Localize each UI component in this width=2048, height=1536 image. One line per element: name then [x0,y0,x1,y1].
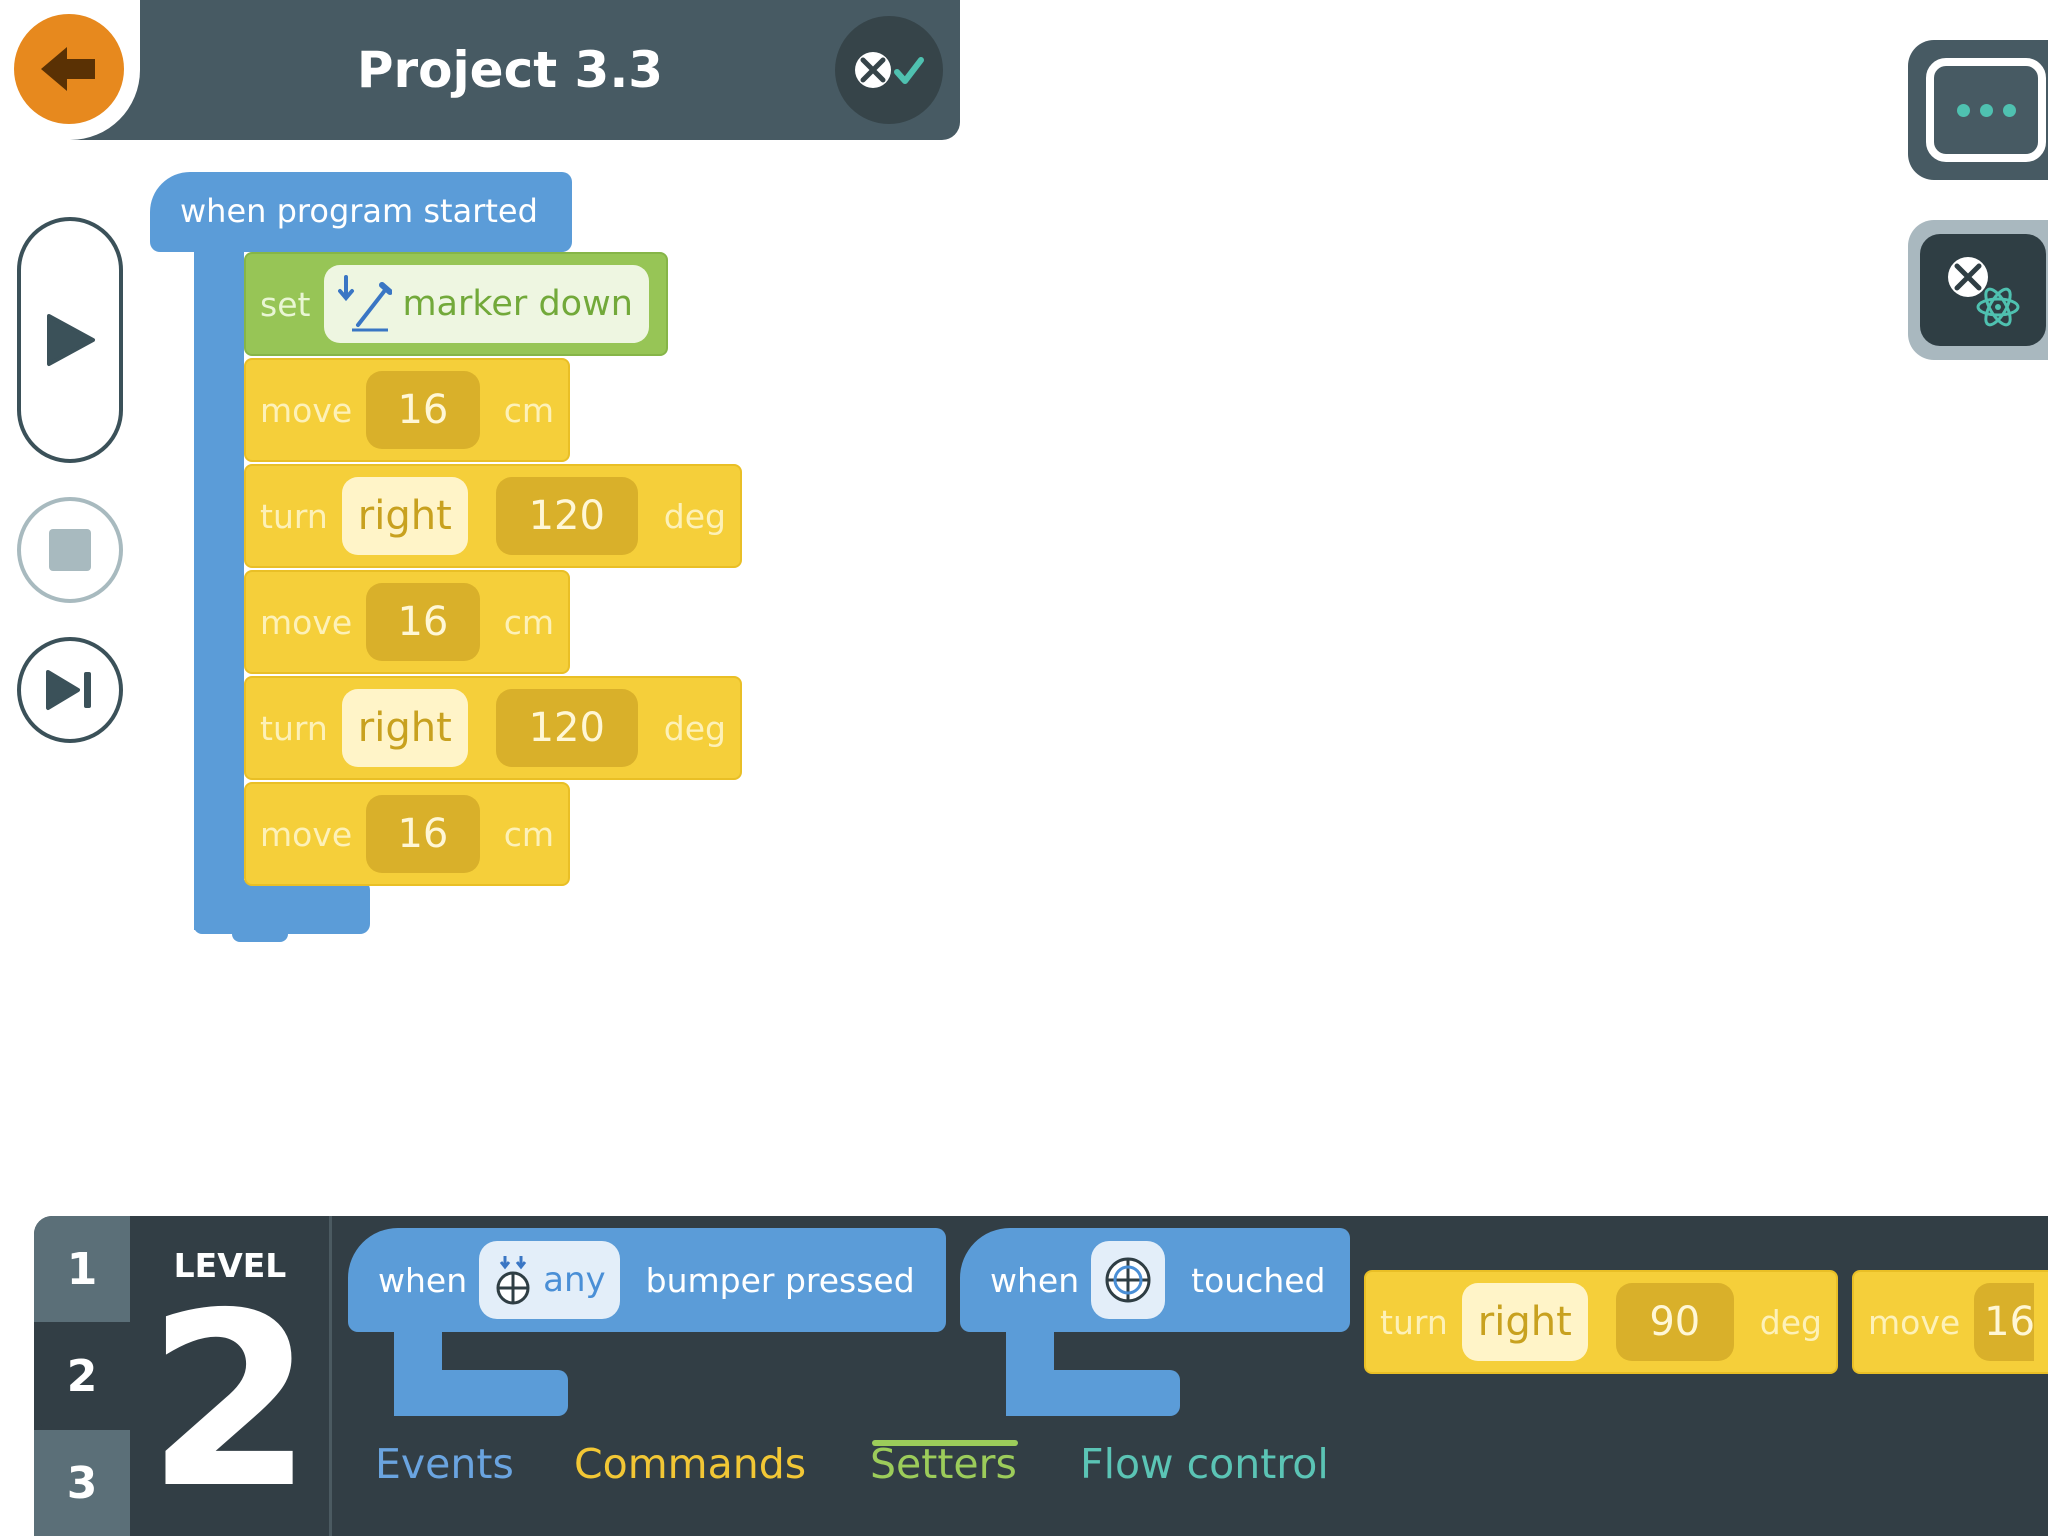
stop-button[interactable] [17,497,123,603]
marker-down-icon [338,275,393,332]
more-menu-button[interactable] [1908,40,2048,180]
turn-block[interactable]: turn right 120 deg [244,464,742,568]
move-label: move [1868,1302,1961,1342]
when-bumper-pressed-block[interactable]: when any bumper pressed [348,1228,946,1332]
category-tab-events[interactable]: Events [375,1440,514,1488]
distance-field[interactable]: 16 [366,371,480,449]
header-bar: Project 3.3 [0,0,960,140]
more-menu-frame [1926,58,2046,162]
unit-label: cm [503,602,554,642]
program-stack-foot-notch [232,930,288,942]
touch-sensor-icon [1105,1257,1151,1303]
move-block[interactable]: move 16 cm [244,782,570,886]
touch-sensor-dropdown[interactable] [1091,1241,1166,1319]
stop-icon [49,529,91,571]
move-block[interactable]: move 16 cm [244,358,570,462]
move-label: move [260,602,353,642]
move-block[interactable]: move 16 cm [244,570,570,674]
category-tab-flow-control[interactable]: Flow control [1080,1440,1329,1488]
program-stack-foot [194,880,370,934]
move-label: move [260,814,353,854]
unit-label: deg [663,496,726,536]
step-button[interactable] [17,637,123,743]
unit-label: cm [503,814,554,854]
direction-dropdown[interactable]: right [341,477,468,555]
more-dots-icon [1956,103,1970,117]
direction-dropdown[interactable]: right [341,689,468,767]
distance-field[interactable]: 16 [366,583,480,661]
step-forward-icon [46,670,91,710]
when-label: when [378,1260,468,1300]
play-icon [47,314,95,366]
robot-connected-icon [855,52,924,88]
level-tab-2[interactable]: 2 [34,1323,130,1429]
level-label: LEVEL [173,1246,287,1285]
robot-status-button[interactable] [835,16,943,124]
set-marker-block[interactable]: set marker down [244,252,668,356]
move-label: move [260,390,353,430]
back-button-surround [0,0,140,140]
more-dot [1979,103,1993,117]
turn-block[interactable]: turn right 120 deg [244,676,742,780]
touched-label: touched [1191,1260,1326,1300]
bumper-block-foot [394,1370,568,1416]
when-touched-block[interactable]: when touched [960,1228,1350,1332]
robot-tools-button[interactable] [1908,220,2048,360]
robot-tools-icon [1948,257,2020,327]
unit-label: deg [663,708,726,748]
unit-label: deg [1759,1302,1822,1342]
level-tab-3[interactable]: 3 [34,1430,130,1536]
category-tab-commands[interactable]: Commands [574,1440,807,1488]
turn-label: turn [260,496,328,536]
palette-turn-block[interactable]: turn right 90 deg [1364,1270,1838,1374]
unit-label: cm [503,390,554,430]
distance-field[interactable]: 16 [1974,1283,2035,1361]
bumper-dropdown[interactable]: any [479,1241,620,1319]
category-tab-setters[interactable]: Setters [870,1440,1017,1488]
robot-bumper-icon [496,1256,530,1305]
current-level-number: 2 [146,1261,314,1536]
when-program-started-block[interactable]: when program started [150,172,572,252]
active-category-indicator [872,1440,1018,1446]
marker-dropdown-label: marker down [402,284,633,324]
angle-field[interactable]: 120 [495,689,638,767]
palette-move-block[interactable]: move 16 [1852,1270,2048,1374]
bumper-option: any [543,1260,606,1300]
back-button[interactable] [14,14,124,124]
level-tabs: 1 2 3 [34,1216,130,1536]
marker-dropdown[interactable]: marker down [324,265,649,343]
turn-label: turn [260,708,328,748]
angle-field[interactable]: 120 [495,477,638,555]
play-button[interactable] [17,217,123,463]
more-dot [2002,103,2016,117]
touch-block-foot [1006,1370,1180,1416]
angle-field[interactable]: 90 [1615,1283,1734,1361]
set-label: set [260,284,311,324]
distance-field[interactable]: 16 [366,795,480,873]
robot-tools-frame [1920,234,2046,346]
project-title: Project 3.3 [356,41,664,99]
level-indicator: LEVEL 2 [130,1216,332,1536]
bumper-pressed-label: bumper pressed [645,1260,915,1300]
turn-label: turn [1380,1302,1448,1342]
direction-dropdown[interactable]: right [1461,1283,1588,1361]
program-stack-arm [194,240,244,930]
arrow-left-icon [41,47,95,91]
when-label: when [990,1260,1080,1300]
level-tab-1[interactable]: 1 [34,1216,130,1322]
